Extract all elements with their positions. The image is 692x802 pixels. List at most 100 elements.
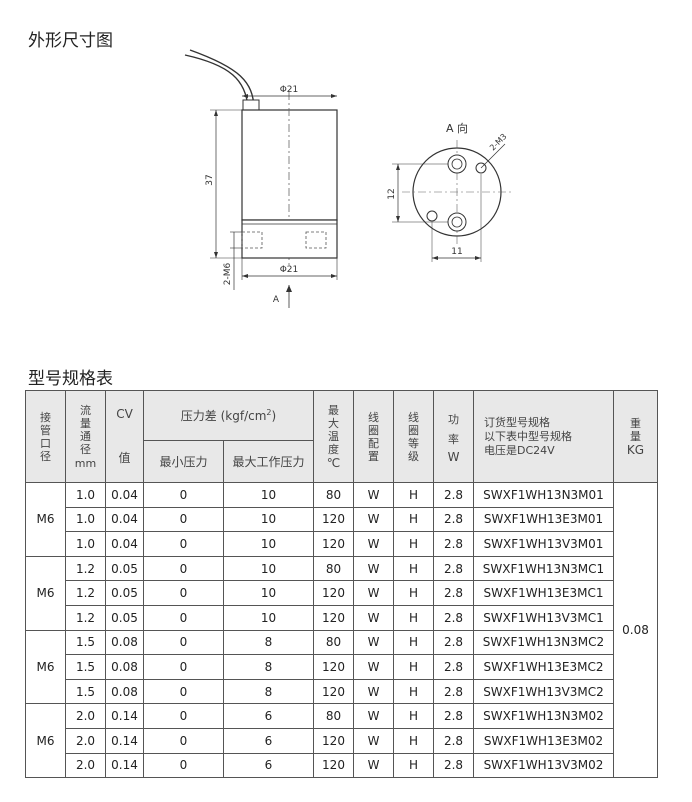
min-pressure-cell: 0 bbox=[143, 531, 224, 557]
max-pressure-cell: 8 bbox=[223, 629, 314, 656]
lead-wire bbox=[184, 54, 249, 109]
max-temp-cell: 80 bbox=[313, 629, 354, 656]
min-pressure-cell: 0 bbox=[143, 654, 224, 680]
dia-bottom-label: Φ21 bbox=[280, 265, 299, 275]
coil-config-cell: W bbox=[353, 531, 394, 557]
header-orifice: 流量通径 mm bbox=[65, 390, 106, 483]
header-min-pressure: 最小压力 bbox=[143, 440, 224, 483]
coil-grade-cell: H bbox=[393, 629, 434, 656]
min-pressure-cell: 0 bbox=[143, 580, 224, 606]
max-pressure-cell: 6 bbox=[223, 703, 314, 729]
spec-table-title: 型号规格表 bbox=[28, 369, 113, 389]
max-temp-cell: 120 bbox=[313, 678, 354, 705]
max-pressure-cell: 10 bbox=[223, 580, 314, 606]
model-cell: SWXF1WH13N3M02 bbox=[473, 703, 614, 729]
cv-cell: 0.08 bbox=[105, 678, 144, 705]
port-cell: M6 bbox=[25, 703, 66, 779]
coil-config-cell: W bbox=[353, 506, 394, 533]
min-pressure-cell: 0 bbox=[143, 703, 224, 729]
coil-config-cell: W bbox=[353, 629, 394, 656]
model-cell: SWXF1WH13V3MC1 bbox=[473, 604, 614, 631]
power-cell: 2.8 bbox=[433, 727, 474, 754]
wire-grommet bbox=[242, 99, 260, 111]
model-cell: SWXF1WH13E3MC2 bbox=[473, 654, 614, 680]
spec-table: 接管口径 流量通径 mm CV 值 压力差 (kgf/cm2) 最大温度 ℃ 线… bbox=[25, 390, 658, 779]
height-label: 37 bbox=[205, 174, 215, 185]
coil-config-cell: W bbox=[353, 482, 394, 508]
min-pressure-cell: 0 bbox=[143, 752, 224, 779]
orifice-cell: 1.5 bbox=[65, 678, 106, 705]
coil-grade-cell: H bbox=[393, 678, 434, 705]
power-cell: 2.8 bbox=[433, 678, 474, 705]
cv-cell: 0.08 bbox=[105, 629, 144, 656]
cv-cell: 0.05 bbox=[105, 580, 144, 606]
orifice-cell: 1.2 bbox=[65, 604, 106, 631]
orifice-cell: 1.2 bbox=[65, 555, 106, 582]
coil-grade-cell: H bbox=[393, 506, 434, 533]
max-temp-cell: 120 bbox=[313, 752, 354, 779]
port-cell: M6 bbox=[25, 482, 66, 557]
dimensions-title: 外形尺寸图 bbox=[28, 31, 113, 51]
port-left bbox=[241, 231, 263, 249]
weight-cell: 0.08 bbox=[613, 481, 658, 779]
port-cell: M6 bbox=[25, 555, 66, 631]
orifice-cell: 1.2 bbox=[65, 580, 106, 606]
power-cell: 2.8 bbox=[433, 703, 474, 729]
coil-grade-cell: H bbox=[393, 580, 434, 606]
header-pressure: 压力差 (kgf/cm2) bbox=[143, 390, 314, 441]
model-cell: SWXF1WH13N3M01 bbox=[473, 482, 614, 508]
power-cell: 2.8 bbox=[433, 629, 474, 656]
header-power: 功率 W bbox=[433, 390, 474, 483]
coil-grade-cell: H bbox=[393, 752, 434, 779]
vertical-dim-label: 12 bbox=[387, 188, 397, 199]
coil-grade-cell: H bbox=[393, 555, 434, 582]
header-port: 接管口径 bbox=[25, 390, 66, 483]
power-cell: 2.8 bbox=[433, 752, 474, 779]
cv-cell: 0.14 bbox=[105, 703, 144, 729]
max-pressure-cell: 10 bbox=[223, 506, 314, 533]
max-temp-cell: 80 bbox=[313, 555, 354, 582]
model-cell: SWXF1WH13E3M01 bbox=[473, 506, 614, 533]
min-pressure-cell: 0 bbox=[143, 629, 224, 656]
model-cell: SWXF1WH13E3M02 bbox=[473, 727, 614, 754]
max-temp-cell: 120 bbox=[313, 531, 354, 557]
orifice-cell: 2.0 bbox=[65, 752, 106, 779]
max-temp-cell: 120 bbox=[313, 506, 354, 533]
min-pressure-cell: 0 bbox=[143, 678, 224, 705]
min-pressure-cell: 0 bbox=[143, 727, 224, 754]
coil-config-cell: W bbox=[353, 678, 394, 705]
cv-cell: 0.04 bbox=[105, 506, 144, 533]
min-pressure-cell: 0 bbox=[143, 555, 224, 582]
cv-cell: 0.08 bbox=[105, 654, 144, 680]
max-temp-cell: 120 bbox=[313, 604, 354, 631]
model-cell: SWXF1WH13V3M01 bbox=[473, 531, 614, 557]
power-cell: 2.8 bbox=[433, 482, 474, 508]
header-max-pressure: 最大工作压力 bbox=[223, 440, 314, 483]
cv-cell: 0.04 bbox=[105, 482, 144, 508]
valve-base bbox=[241, 219, 338, 259]
header-coil-grade: 线圈等级 bbox=[393, 390, 434, 483]
header-weight: 重量 KG bbox=[613, 390, 658, 483]
power-cell: 2.8 bbox=[433, 555, 474, 582]
power-cell: 2.8 bbox=[433, 604, 474, 631]
hole-label: 2-M3 bbox=[488, 132, 508, 152]
max-pressure-cell: 10 bbox=[223, 482, 314, 508]
port-cell: M6 bbox=[25, 629, 66, 705]
min-pressure-cell: 0 bbox=[143, 506, 224, 533]
power-cell: 2.8 bbox=[433, 506, 474, 533]
min-pressure-cell: 0 bbox=[143, 482, 224, 508]
max-temp-cell: 120 bbox=[313, 654, 354, 680]
power-cell: 2.8 bbox=[433, 531, 474, 557]
header-cv: CV 值 bbox=[105, 390, 144, 483]
coil-grade-cell: H bbox=[393, 482, 434, 508]
model-cell: SWXF1WH13N3MC2 bbox=[473, 629, 614, 656]
coil-grade-cell: H bbox=[393, 654, 434, 680]
max-temp-cell: 120 bbox=[313, 580, 354, 606]
